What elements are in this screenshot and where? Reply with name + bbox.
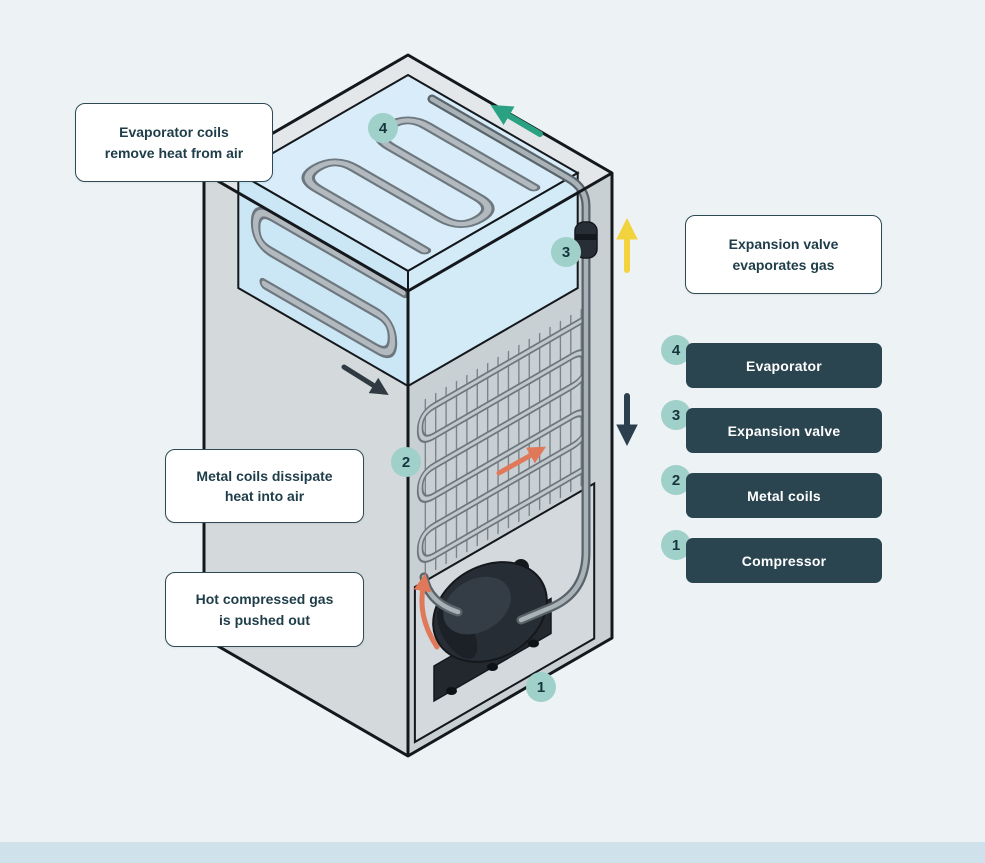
compressor-foot — [487, 663, 498, 671]
evaporator-exit-arrow-icon — [341, 364, 389, 395]
diagram-marker-3: 3 — [551, 237, 581, 267]
suction-line-arrow-icon — [490, 104, 543, 137]
callout-expansion-valve: Expansion valve evaporates gas — [685, 215, 882, 294]
compressor-foot — [528, 639, 539, 648]
legend-label-evaporator[interactable]: Evaporator — [686, 343, 882, 388]
coil-flow-arrow-icon — [496, 446, 547, 476]
legend-item-metal-coils: 2 Metal coils — [661, 465, 882, 518]
callout-hot-gas: Hot compressed gas is pushed out — [165, 572, 364, 647]
legend-label-compressor[interactable]: Compressor — [686, 538, 882, 583]
legend-label-expansion-valve[interactable]: Expansion valve — [686, 408, 882, 453]
diagram-marker-1: 1 — [526, 672, 556, 702]
compressor-out-arrow-icon — [413, 573, 440, 650]
diagram-marker-4: 4 — [368, 113, 398, 143]
condenser-coils — [420, 308, 586, 577]
compressor-foot — [446, 687, 457, 695]
callout-evaporator-coils: Evaporator coils remove heat from air — [75, 103, 273, 182]
compressor-highlight — [443, 576, 511, 635]
flow-arrows — [341, 104, 638, 650]
footer-bar — [0, 842, 985, 863]
diagram-marker-2: 2 — [391, 447, 421, 477]
compressor — [432, 559, 552, 703]
legend-item-evaporator: 4 Evaporator — [661, 335, 882, 388]
callout-metal-coils: Metal coils dissipate heat into air — [165, 449, 364, 523]
legend-item-expansion-valve: 3 Expansion valve — [661, 400, 882, 453]
legend-label-metal-coils[interactable]: Metal coils — [686, 473, 882, 518]
legend-item-compressor: 1 Compressor — [661, 530, 882, 583]
condenser-wires — [424, 308, 582, 577]
